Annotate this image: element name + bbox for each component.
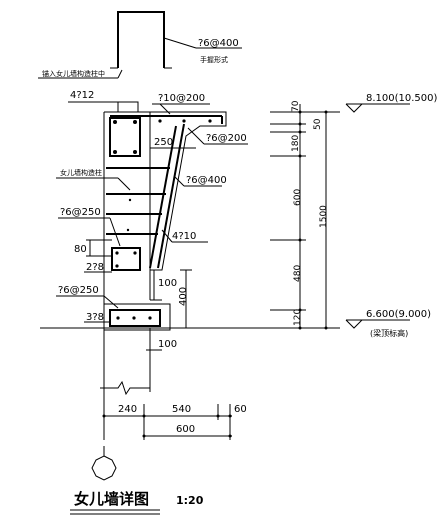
rebar-4-10-label: 4?10: [172, 231, 196, 242]
right-dim-70: 70: [291, 100, 301, 112]
rebar-3-8-label: 3?8: [86, 312, 104, 323]
right-dim-180: 180: [291, 135, 301, 152]
dim-400-label: 400: [178, 287, 189, 306]
rebar-2-8-label: 2?8: [86, 262, 104, 273]
rebar-4-12-label: 4?12: [70, 90, 94, 101]
rebar-6-400-mid-label: ?6@400: [186, 175, 227, 186]
bottom-dimension-chain: [91, 404, 232, 481]
dim-100-lower-label: 100: [158, 339, 177, 350]
drawing-scale: 1:20: [176, 494, 204, 507]
top-handle-detail: [38, 11, 242, 79]
right-dim-600: 600: [293, 189, 303, 206]
right-dimension-chain: [270, 103, 410, 330]
anchor-note-label: 锚入女儿墙构造柱中: [42, 69, 105, 78]
rebar-10-200-label: ?10@200: [158, 93, 205, 104]
right-dim-480: 480: [293, 265, 303, 282]
top-note-label: 手握形式: [200, 55, 228, 64]
top-rebar-label: ?6@400: [198, 38, 239, 49]
bottom-dim-540: 540: [172, 404, 191, 415]
rebar-6-200-label: ?6@200: [206, 133, 247, 144]
right-dim-50: 50: [313, 118, 323, 130]
drawing-title: 女儿墙详图: [74, 490, 149, 508]
right-dim-120: 120: [293, 309, 303, 326]
elevation-top: 8.100(10.500): [366, 93, 438, 104]
column-note-label: 女儿墙构造柱: [60, 168, 102, 177]
elevation-bottom-note: (梁顶标高): [370, 328, 408, 338]
rebar-6-250-a-label: ?6@250: [60, 207, 101, 218]
bottom-dim-60: 60: [234, 404, 247, 415]
elevation-bottom: 6.600(9.000): [366, 309, 431, 320]
right-dim-total: 1500: [319, 205, 329, 228]
dim-100-upper-label: 100: [158, 278, 177, 289]
dim-80-label: 80: [74, 244, 87, 255]
dim-250-label: 250: [154, 137, 173, 148]
leader-lines: [56, 101, 248, 352]
rebar-6-250-b-label: ?6@250: [58, 285, 99, 296]
bottom-dim-240: 240: [118, 404, 137, 415]
bottom-dim-600: 600: [176, 424, 195, 435]
